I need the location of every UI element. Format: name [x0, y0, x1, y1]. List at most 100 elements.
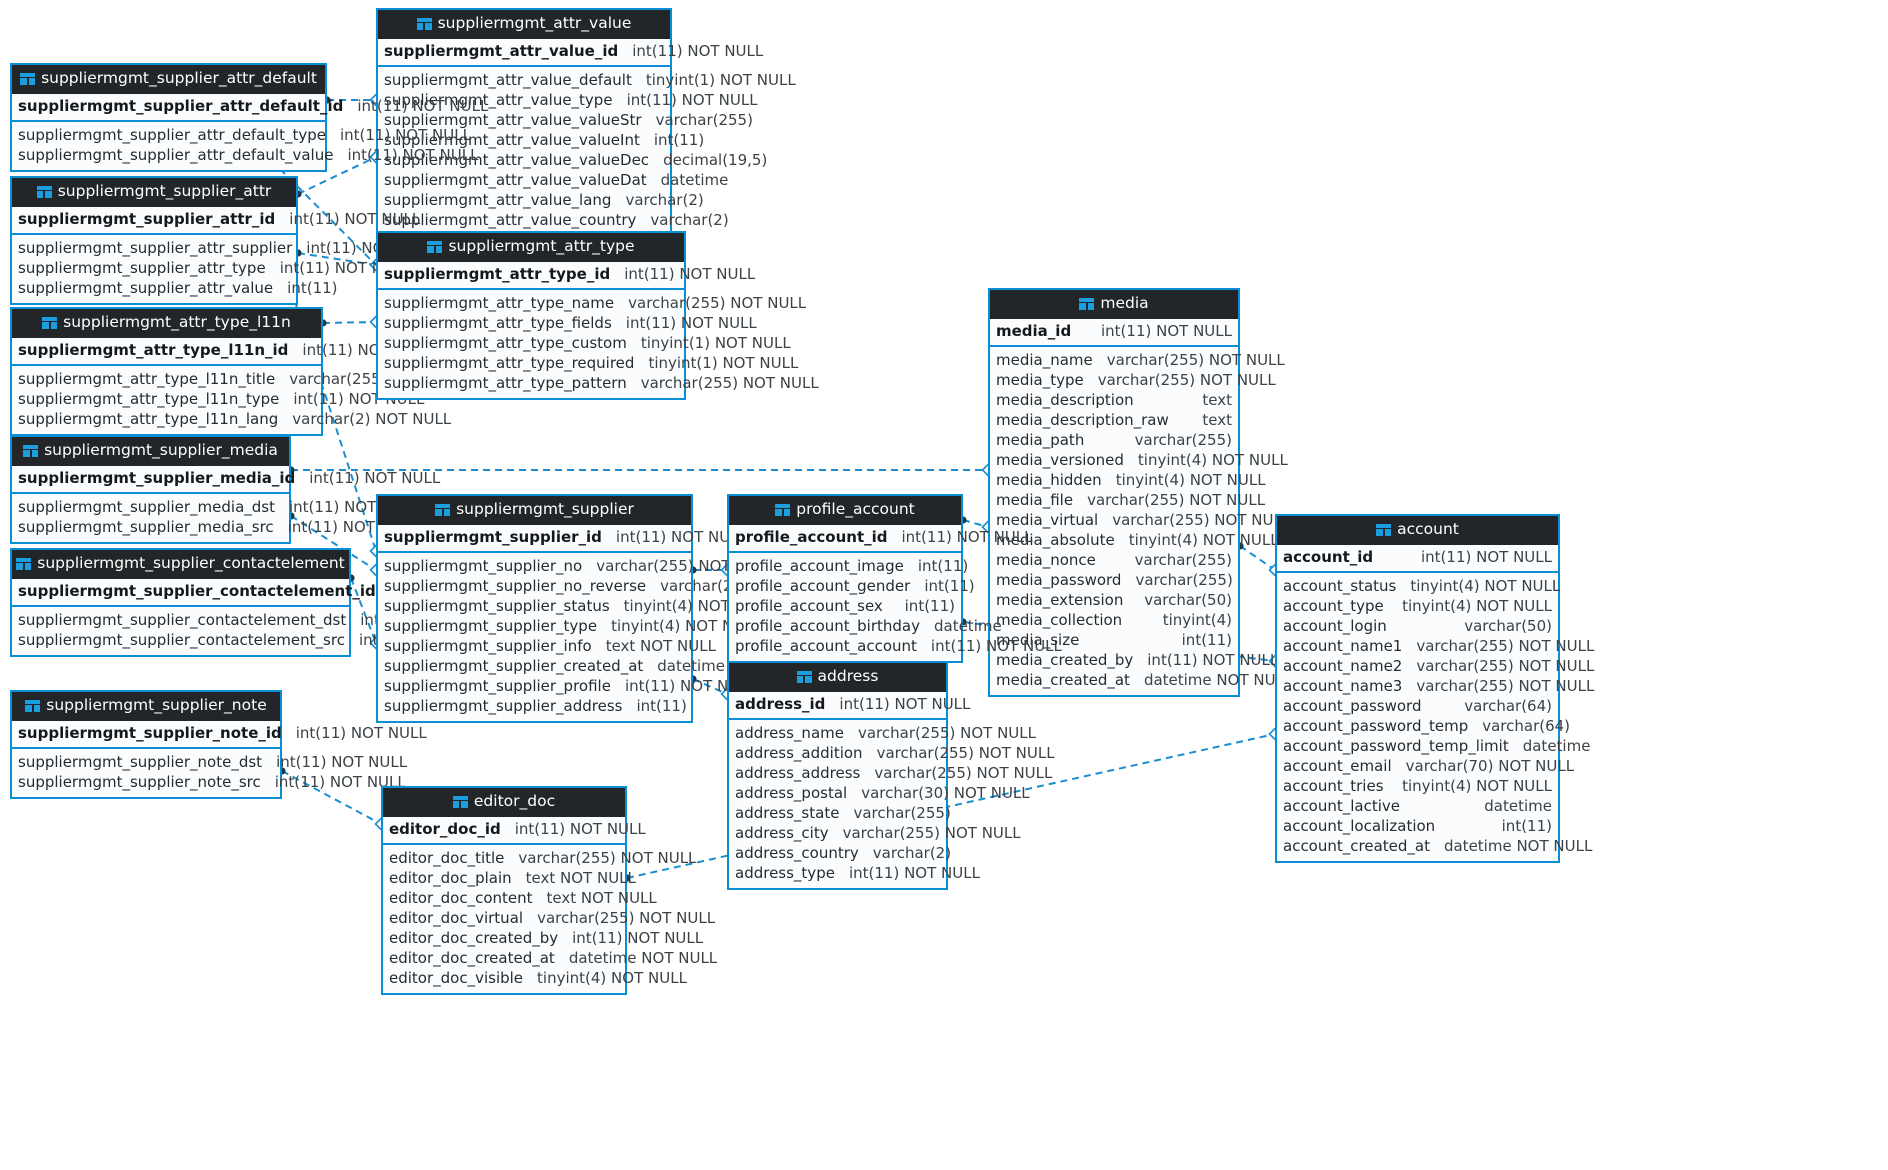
table-title-bar[interactable]: suppliermgmt_supplier_contactelement	[10, 548, 351, 579]
table-title-bar[interactable]: account	[1275, 514, 1560, 545]
entity-table-suppliermgmt_attr_value[interactable]: suppliermgmt_attr_value suppliermgmt_attr…	[376, 8, 796, 237]
primary-key-row[interactable]: suppliermgmt_supplier_contactelement_idi…	[12, 578, 521, 607]
table-title-bar[interactable]: suppliermgmt_supplier	[376, 494, 693, 525]
table-title-bar[interactable]: suppliermgmt_attr_value	[376, 8, 672, 39]
table-title-bar[interactable]: suppliermgmt_supplier_attr_default	[10, 63, 327, 94]
table-title-bar[interactable]: suppliermgmt_supplier_media	[10, 435, 291, 466]
table-title-bar[interactable]: address	[727, 661, 948, 692]
column-row[interactable]: suppliermgmt_supplier_attr_default_value…	[12, 146, 478, 166]
table-title-bar[interactable]: suppliermgmt_supplier_attr	[10, 176, 298, 207]
table-title-bar[interactable]: profile_account	[727, 494, 963, 525]
column-row[interactable]: suppliermgmt_supplier_contactelement_dst…	[12, 611, 491, 631]
table-title-bar[interactable]: suppliermgmt_attr_type_l11n	[10, 307, 323, 338]
